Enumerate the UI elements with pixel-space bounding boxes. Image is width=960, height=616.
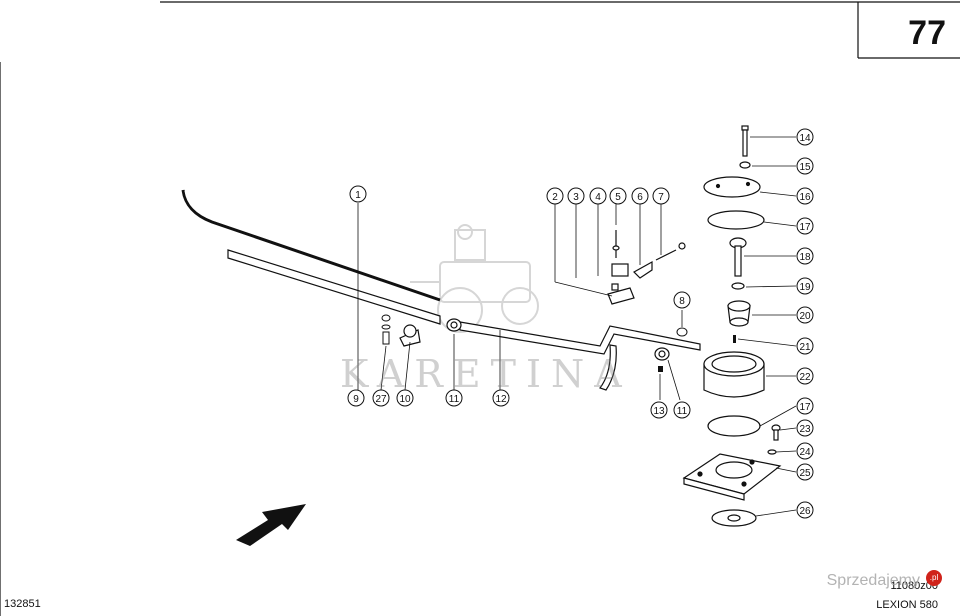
- callout-number: 12: [495, 394, 507, 405]
- callout-number: 15: [799, 162, 811, 173]
- callout-20: 20: [796, 306, 814, 324]
- housing-part: [703, 351, 765, 398]
- callout-15: 15: [796, 157, 814, 175]
- callout-23: 23: [796, 419, 814, 437]
- bolt-part: [729, 237, 747, 277]
- callout-number: 27: [375, 394, 387, 405]
- site-badge: .pl: [926, 570, 942, 586]
- page-number: 77: [908, 14, 946, 52]
- callout-number: 11: [677, 406, 688, 417]
- callout-12: 12: [492, 389, 510, 407]
- callout-number: 21: [799, 342, 811, 353]
- callout-19: 19: [796, 277, 814, 295]
- bushing-part: [654, 347, 670, 361]
- model-name: LEXION 580: [876, 599, 938, 611]
- callout-18: 18: [796, 247, 814, 265]
- pin-part: [733, 335, 736, 343]
- callout-number: 6: [637, 192, 643, 203]
- callout-2: 2: [546, 187, 564, 205]
- karetina-watermark: KARETINA: [340, 352, 632, 396]
- bushing-part: [727, 300, 751, 327]
- callout-10: 10: [396, 389, 414, 407]
- callout-number: 8: [679, 296, 685, 307]
- callout-number: 9: [353, 394, 359, 405]
- callout-number: 17: [799, 402, 811, 413]
- document-number: 132851: [4, 598, 41, 610]
- gasket-part: [707, 415, 761, 437]
- callout-number: 23: [799, 424, 811, 435]
- nut-part: [676, 327, 688, 337]
- callout-8: 8: [673, 291, 691, 309]
- clamp-part: [399, 324, 421, 347]
- callout-22: 22: [796, 367, 814, 385]
- callout-number: 11: [449, 394, 460, 405]
- callout-4: 4: [589, 187, 607, 205]
- callout-16: 16: [796, 187, 814, 205]
- bushing-part: [446, 318, 462, 332]
- callout-number: 10: [399, 394, 411, 405]
- direction-arrow: [236, 504, 306, 546]
- washer-part: [767, 449, 777, 455]
- callout-number: 19: [799, 282, 811, 293]
- callout-number: 5: [615, 192, 621, 203]
- rod-part: [227, 249, 701, 391]
- callout-number: 26: [799, 506, 811, 517]
- callout-11b: 11: [673, 401, 691, 419]
- callout-number: 24: [799, 447, 811, 458]
- flange-part: [682, 453, 782, 501]
- callout-21: 21: [796, 337, 814, 355]
- site-watermark: Sprzedajemy: [826, 572, 920, 589]
- callout-number: 25: [799, 468, 811, 479]
- callout-14: 14: [796, 128, 814, 146]
- callout-number: 20: [799, 311, 811, 322]
- callout-number: 13: [653, 406, 665, 417]
- callout-5: 5: [609, 187, 627, 205]
- callout-number: 7: [658, 192, 664, 203]
- callout-leaders: [357, 136, 797, 517]
- tractor-watermark-logo: [410, 224, 539, 333]
- callout-3: 3: [567, 187, 585, 205]
- callout-26: 26: [796, 501, 814, 519]
- callout-9: 9: [347, 389, 365, 407]
- cover-plate-part: [703, 176, 761, 198]
- callout-17b: 17: [796, 397, 814, 415]
- callout-25: 25: [796, 463, 814, 481]
- callout-number: 2: [552, 192, 558, 203]
- washer-part: [731, 282, 745, 290]
- bracket-part: [633, 242, 686, 279]
- callout-17: 17: [796, 217, 814, 235]
- bolt-part: [381, 314, 391, 345]
- bracket-part: [607, 230, 635, 305]
- disc-part: [711, 509, 757, 527]
- callout-27: 27: [372, 389, 390, 407]
- callout-number: 3: [573, 192, 579, 203]
- callout-number: 14: [799, 133, 811, 144]
- callout-number: 22: [799, 372, 811, 383]
- callout-11: 11: [445, 389, 463, 407]
- callout-24: 24: [796, 442, 814, 460]
- callout-6: 6: [631, 187, 649, 205]
- bolt-part: [771, 424, 781, 441]
- callout-13: 13: [650, 401, 668, 419]
- callout-1: 1: [349, 185, 367, 203]
- callout-labels: 1 2 3 4 5 6 7 8 9 27 10 11 12 13 11 14 1…: [347, 128, 814, 519]
- bolt-part: [739, 125, 751, 169]
- callout-number: 4: [595, 192, 601, 203]
- callout-number: 17: [799, 222, 811, 233]
- nut-part: [658, 366, 663, 372]
- cable-part: [181, 189, 441, 302]
- gasket-part: [707, 210, 765, 230]
- callout-number: 16: [799, 192, 811, 203]
- drawing-code: 11080z00: [890, 580, 938, 592]
- callout-number: 18: [799, 252, 811, 263]
- callout-number: 1: [355, 190, 361, 201]
- callout-7: 7: [652, 187, 670, 205]
